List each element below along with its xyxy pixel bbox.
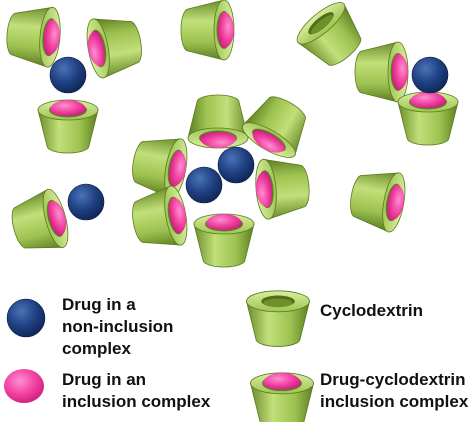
drug-non-inclusion — [217, 146, 255, 184]
cyclodextrin-complex — [397, 91, 459, 146]
cyclodextrin-complex — [237, 87, 317, 165]
cyclodextrin-complex — [180, 0, 235, 61]
legend-drug-non-inclusion-icon — [6, 298, 46, 338]
cyclodextrin-complex — [37, 99, 99, 154]
cyclodextrin-complex — [354, 41, 409, 103]
cyclodextrin-complex — [127, 130, 192, 201]
legend-label-drug-cyclodextrin-complex: Drug-cyclodextrin inclusion complex — [320, 370, 469, 411]
cyclodextrin-complex — [82, 10, 147, 81]
legend-label-cyclodextrin: Cyclodextrin — [320, 301, 423, 320]
legend-cyclodextrin-icon — [245, 290, 311, 347]
cyclodextrin-complex — [187, 94, 249, 149]
drug-non-inclusion — [49, 56, 87, 94]
cyclodextrin-complex — [252, 155, 313, 221]
cyclodextrin-complex — [193, 213, 255, 268]
cyclodextrin-complex — [345, 164, 410, 235]
cyclodextrin-complex — [127, 183, 192, 254]
legend-label-drug-non-inclusion: Drug in a non-inclusion complex — [62, 295, 174, 358]
legend-drug-inclusion-icon — [4, 369, 44, 403]
drug-non-inclusion — [411, 56, 449, 94]
legend-drug-cyclodextrin-icon — [249, 372, 315, 422]
cyclodextrin-complex — [5, 186, 74, 259]
cyclodextrin-complex — [3, 3, 64, 69]
drug-non-inclusion — [67, 183, 105, 221]
legend-label-drug-inclusion: Drug in an inclusion complex — [62, 370, 211, 411]
drug-non-inclusion — [185, 166, 223, 204]
